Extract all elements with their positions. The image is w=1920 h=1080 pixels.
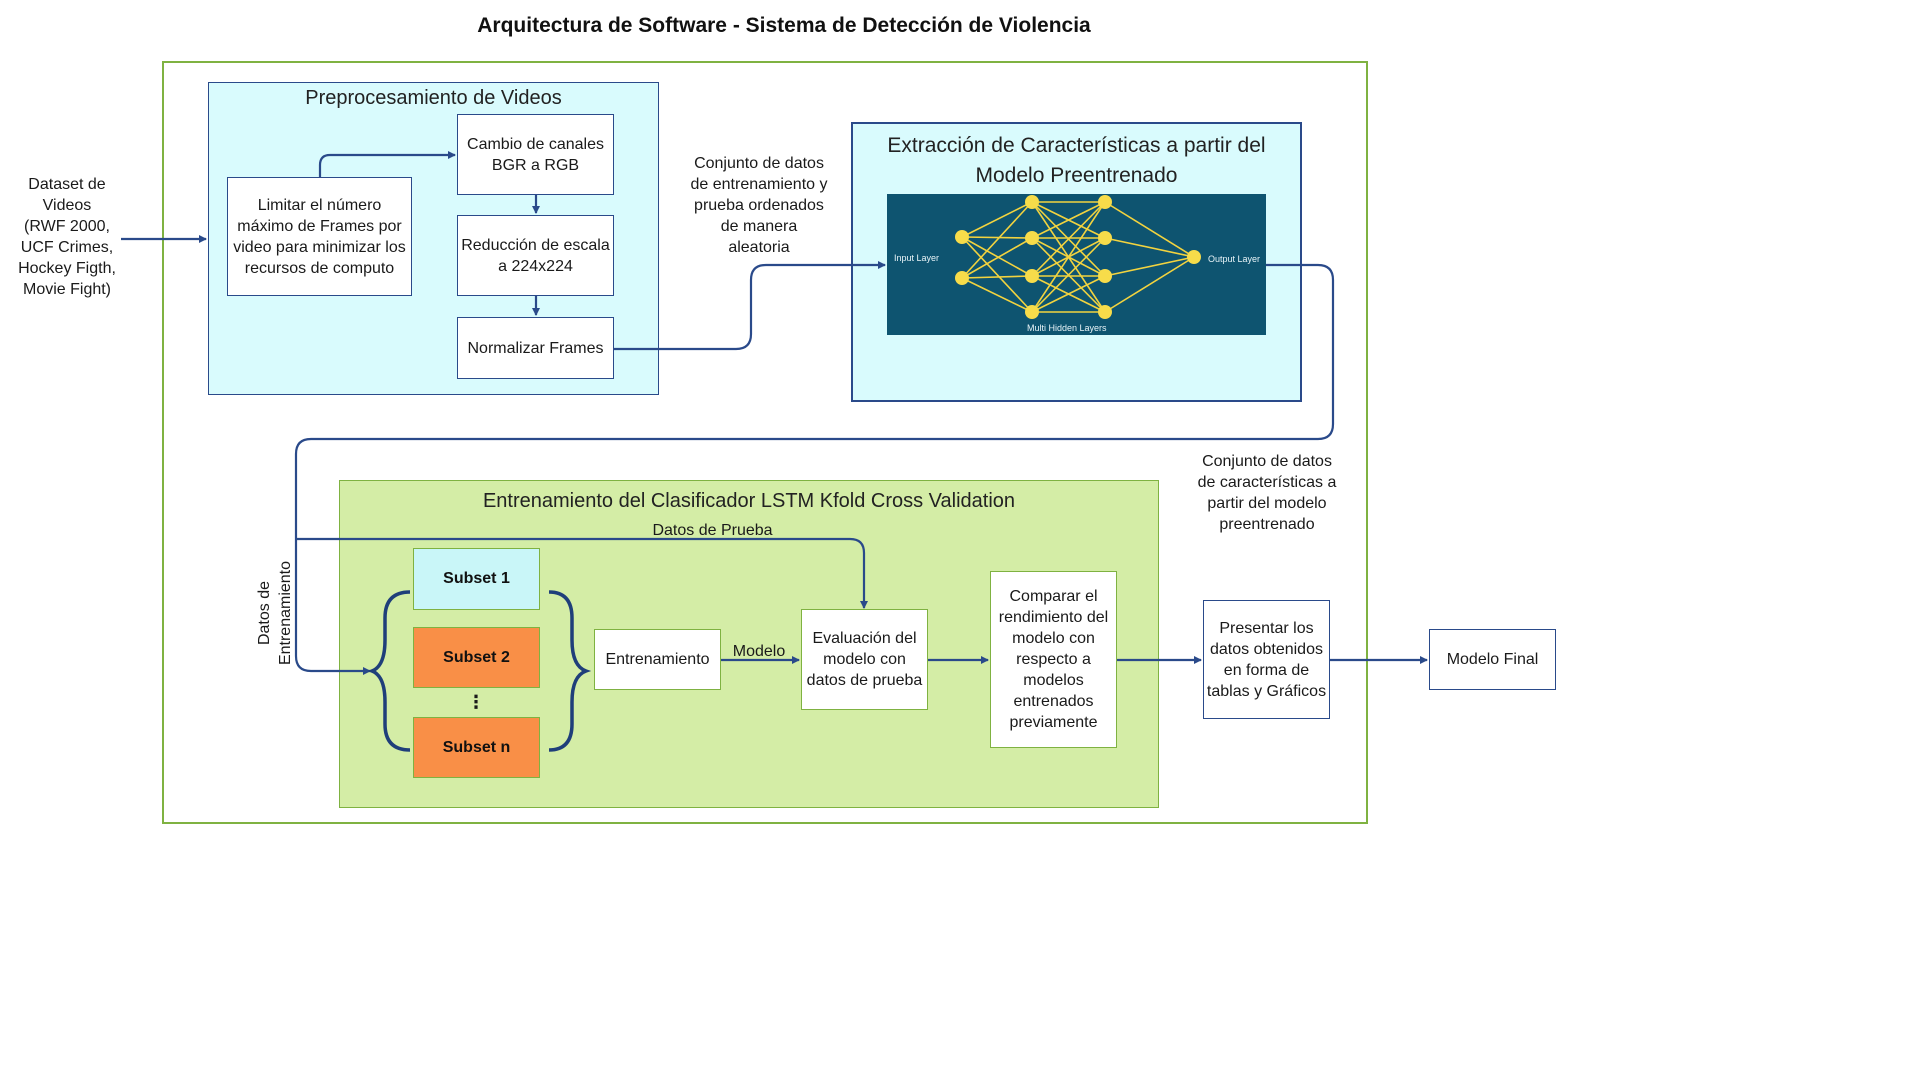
normalize-box: Normalizar Frames — [457, 317, 614, 379]
final-model-box: Modelo Final — [1429, 629, 1556, 690]
nn-edge — [961, 236, 1033, 239]
preprocessing-title: Preprocesamiento de Videos — [305, 87, 562, 109]
nn-node — [1098, 195, 1112, 209]
subset-n: Subset n — [413, 717, 540, 778]
nn-node — [1098, 231, 1112, 245]
nn-edge — [1031, 275, 1106, 313]
left-curly-brace — [367, 590, 411, 752]
right-curly-brace — [548, 590, 592, 752]
input-layer-label: Input Layer — [894, 253, 940, 263]
nn-node — [955, 271, 969, 285]
nn-edge — [1031, 237, 1106, 313]
neural-network-image — [887, 194, 1266, 335]
limit-frames-box: Limitar el número máximo de Frames por v… — [227, 177, 412, 296]
test-data-label: Datos de Prueba — [652, 522, 773, 539]
nn-edge — [961, 201, 1033, 279]
nn-edge — [1104, 201, 1195, 258]
arrow-extraction-to-training — [294, 263, 1335, 675]
dataset-split-label: Conjunto de datos de entrenamiento y pru… — [690, 155, 828, 256]
nn-edge — [961, 275, 1033, 279]
nn-node — [1098, 269, 1112, 283]
nn-edge — [1031, 201, 1106, 277]
nn-edge — [961, 236, 1033, 313]
nn-node — [955, 230, 969, 244]
neural-network-graph — [955, 195, 1201, 319]
comparison-box: Comparar el rendimiento del modelo con r… — [990, 571, 1117, 748]
nn-node — [1025, 269, 1039, 283]
nn-edge — [1104, 237, 1195, 258]
arrow-limit-to-channels — [318, 151, 456, 177]
system-boundary — [162, 61, 1368, 824]
nn-node — [1025, 231, 1039, 245]
features-label: Conjunto de datos de características a p… — [1197, 453, 1337, 533]
dataset-input-label: Dataset de Videos (RWF 2000, UCF Crimes,… — [18, 176, 116, 298]
subset-ellipsis: ⋮ — [467, 692, 485, 712]
subset-1: Subset 1 — [413, 548, 540, 610]
nn-edge — [1104, 256, 1195, 277]
nn-edge — [961, 236, 1033, 277]
training-box: Entrenamiento — [594, 629, 721, 690]
extraction-title: Extracción de Características a partir d… — [887, 134, 1266, 187]
arrow-normalize-to-extraction — [614, 261, 886, 351]
present-results-box: Presentar los datos obtenidos en forma d… — [1203, 600, 1330, 719]
nn-node — [1187, 250, 1201, 264]
scale-box: Reducción de escala a 224x224 — [457, 215, 614, 296]
nn-edge — [961, 201, 1033, 238]
arrow-test-data — [296, 537, 868, 609]
model-label: Modelo — [732, 643, 786, 660]
diagram-title: Arquitectura de Software - Sistema de De… — [477, 14, 1091, 37]
nn-node — [1025, 305, 1039, 319]
nn-edge — [1031, 201, 1106, 313]
nn-edge — [1031, 201, 1106, 239]
nn-node — [1025, 195, 1039, 209]
nn-edge — [961, 237, 1033, 279]
training-title: Entrenamiento del Clasificador LSTM Kfol… — [482, 490, 1016, 512]
hidden-layers-label: Multi Hidden Layers — [1027, 323, 1107, 333]
channels-box: Cambio de canales BGR a RGB — [457, 114, 614, 195]
evaluation-box: Evaluación del modelo con datos de prueb… — [801, 609, 928, 710]
nn-edge — [961, 277, 1033, 313]
connectors — [121, 151, 1428, 752]
subset-2: Subset 2 — [413, 627, 540, 688]
output-layer-label: Output Layer — [1208, 254, 1261, 264]
nn-node — [1098, 305, 1112, 319]
nn-edge — [1104, 256, 1195, 313]
